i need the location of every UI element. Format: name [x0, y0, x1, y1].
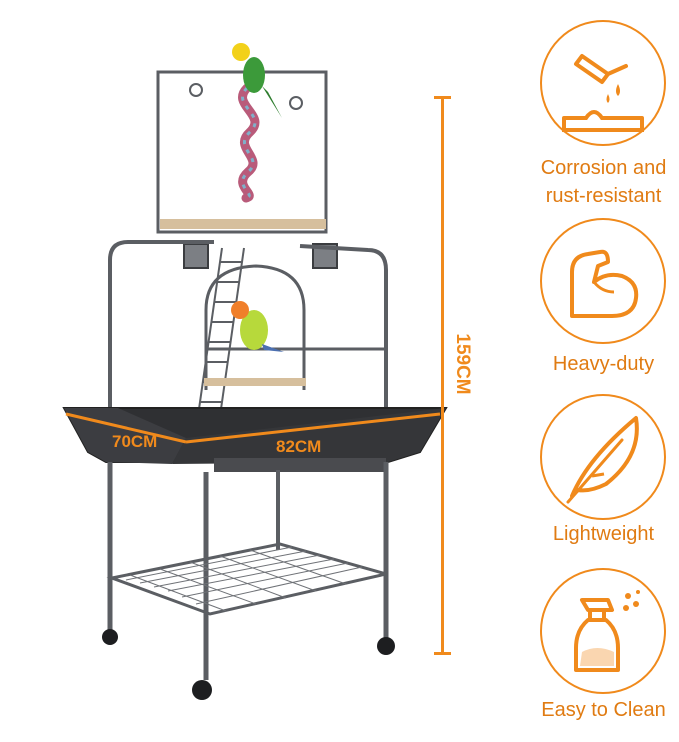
- bird-stand-image: [62, 43, 448, 700]
- width-label: 82CM: [276, 437, 322, 456]
- feature-list: Corrosion and rust-resistant Heavy-duty …: [528, 0, 679, 742]
- feature-label: Easy to Clean: [541, 699, 666, 721]
- corrosion-icon: [540, 20, 666, 146]
- feature-label: Corrosion and rust-resistant: [540, 157, 667, 207]
- spray-bottle-icon: [540, 568, 666, 694]
- height-dimension-line: [441, 96, 444, 654]
- muscle-arm-icon: [540, 218, 666, 344]
- height-cap-bottom: [434, 652, 451, 655]
- feather-icon: [540, 394, 666, 520]
- depth-label: 70CM: [112, 432, 158, 451]
- feature-label: Lightweight: [552, 523, 655, 545]
- height-cap-top: [434, 96, 451, 99]
- height-label: 159CM: [452, 333, 473, 395]
- feature-label: Heavy-duty: [552, 353, 655, 375]
